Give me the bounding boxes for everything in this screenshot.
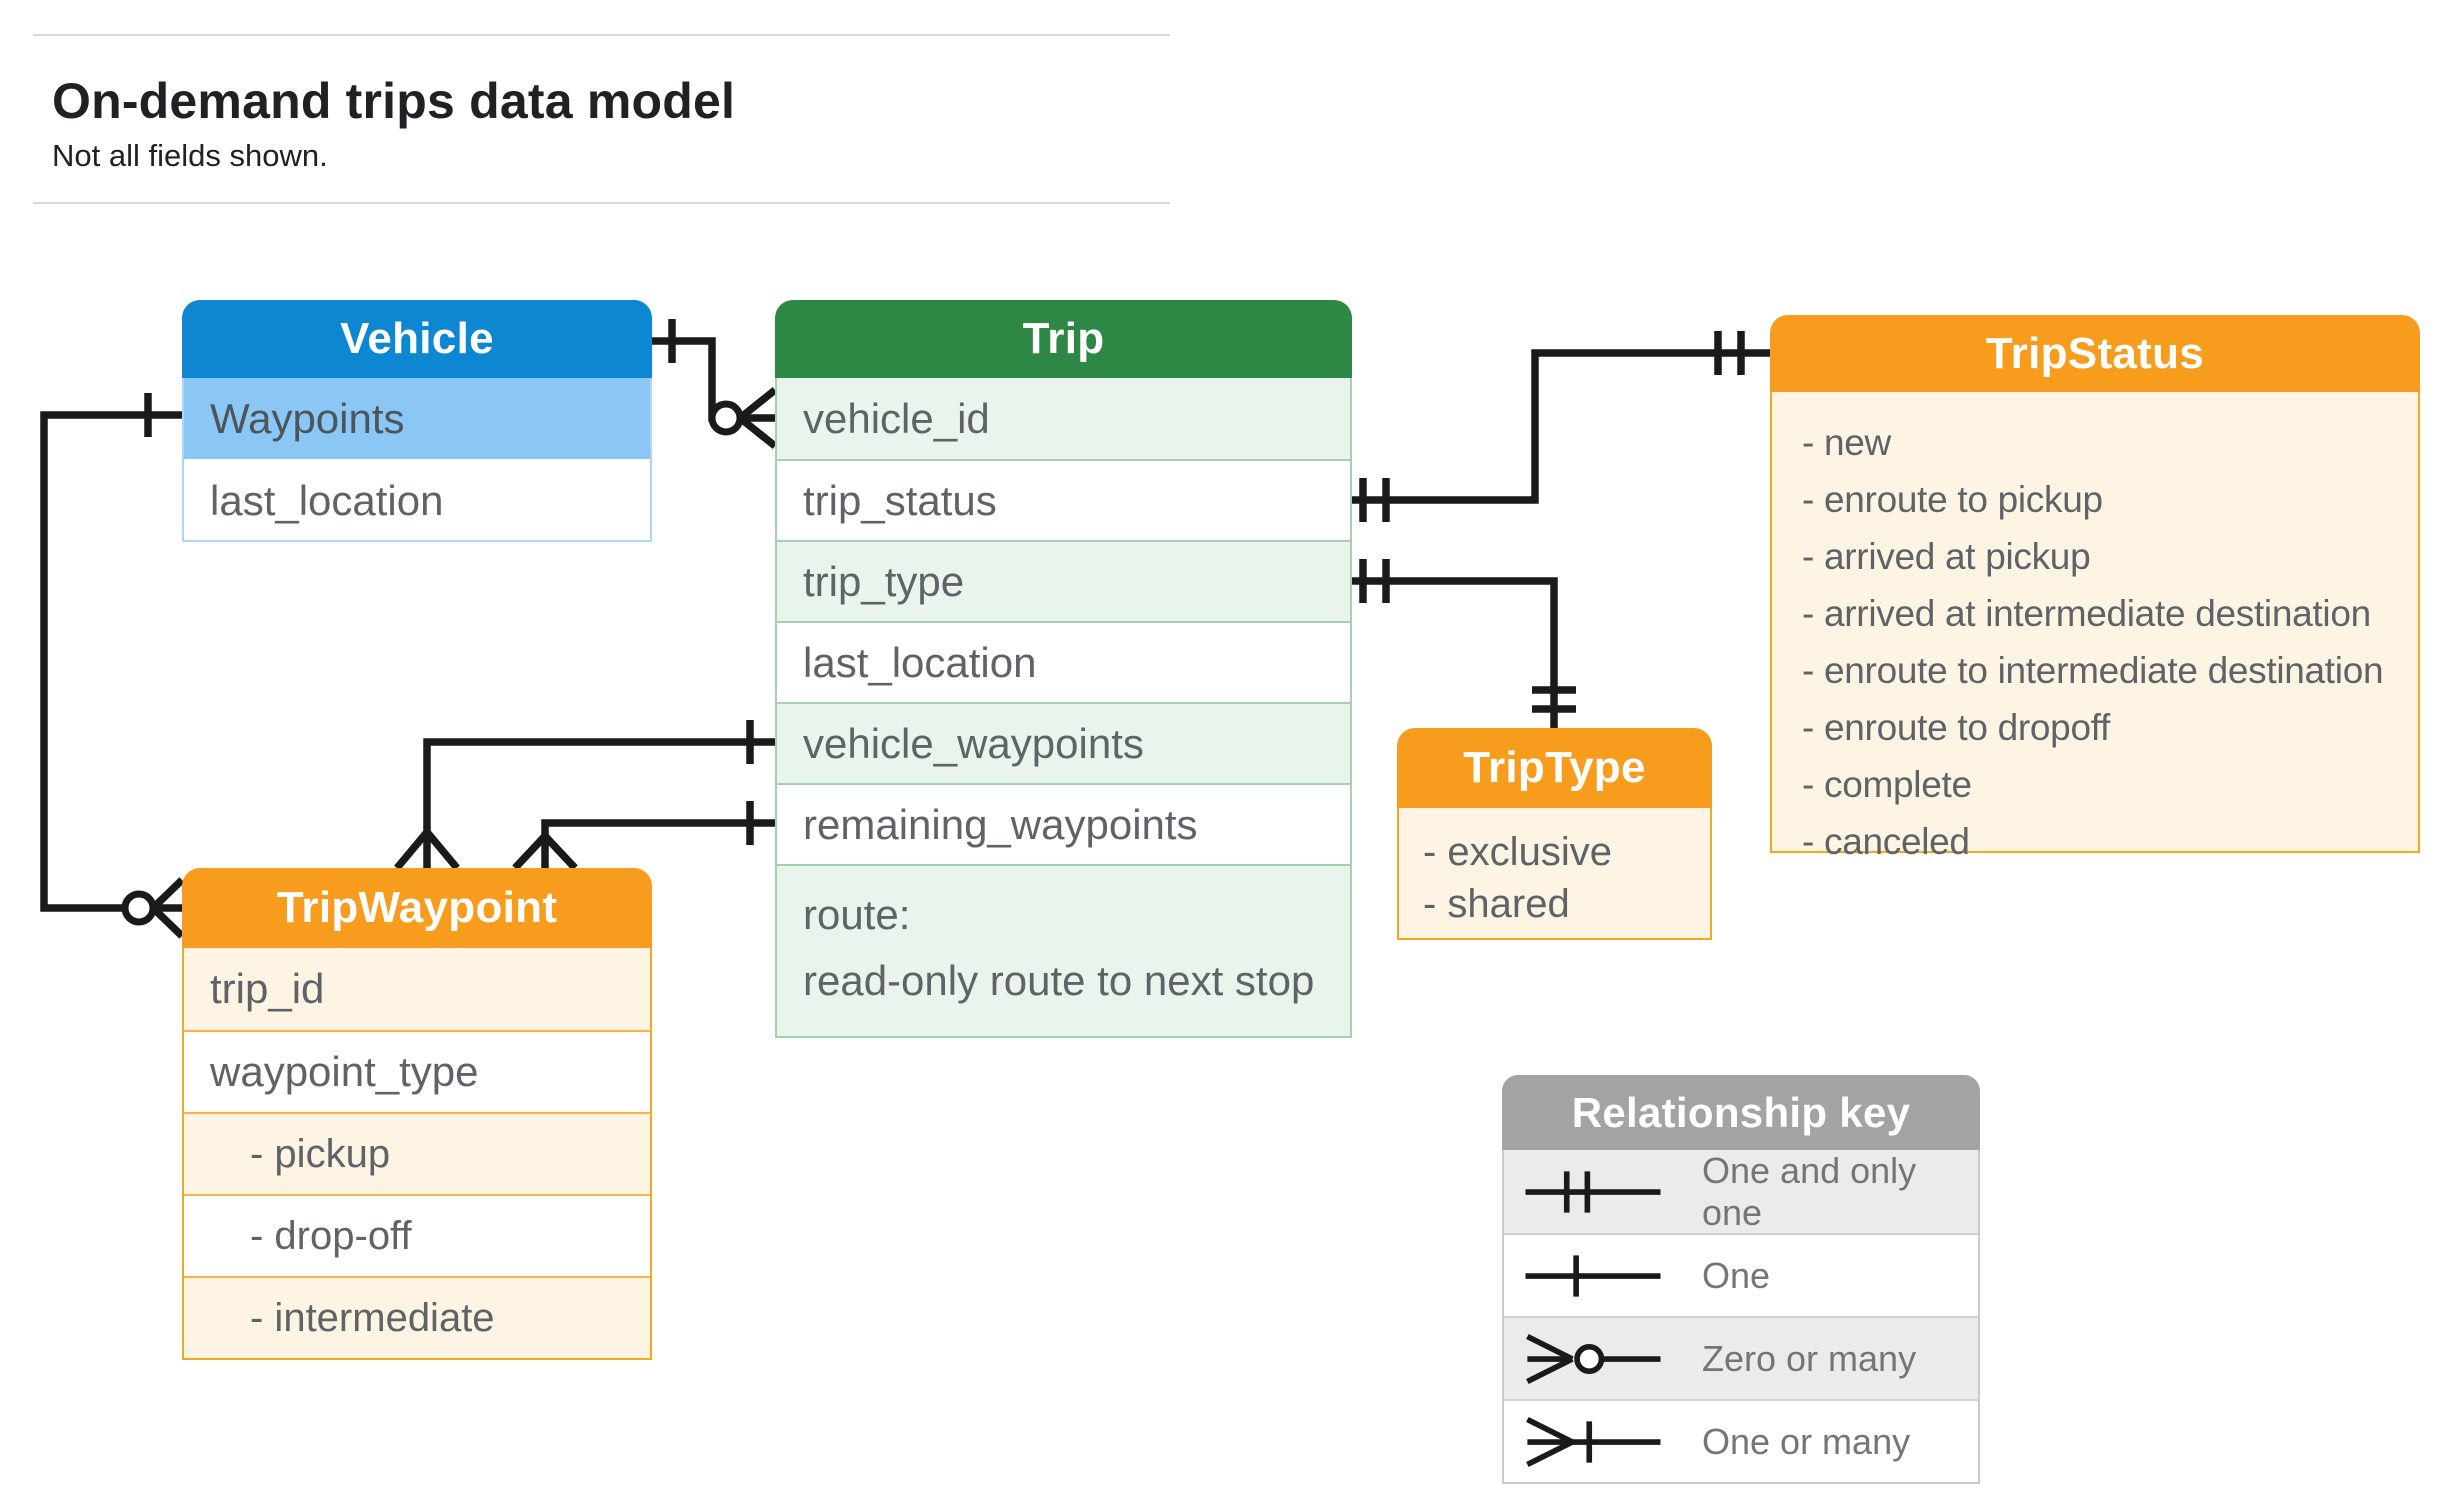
enum-value: - enroute to intermediate destination xyxy=(1802,650,2384,691)
connector-trip-vehicle-waypoints-to-tripwaypoint xyxy=(394,720,775,871)
one-or-many-symbol-icon xyxy=(1518,1402,1668,1482)
connector-vehicle-to-trip xyxy=(652,319,778,449)
zero-or-many-symbol-icon xyxy=(1518,1319,1668,1399)
connector-trip-to-tripstatus xyxy=(1352,331,1770,522)
entity-triptype: TripType - exclusive - shared xyxy=(1397,728,1712,940)
bottom-divider xyxy=(33,202,1170,204)
field-waypoint-type: waypoint_type xyxy=(184,1030,650,1112)
entity-triptype-header: TripType xyxy=(1397,728,1712,808)
entity-trip: Trip vehicle_id trip_status trip_type la… xyxy=(775,300,1352,1038)
legend-label: One and only one xyxy=(1702,1149,1917,1233)
field-trip-id: trip_id xyxy=(210,965,325,1012)
triptype-values: - exclusive - shared xyxy=(1399,808,1710,930)
crow-foot-icon xyxy=(512,833,578,871)
legend-row-one: One xyxy=(1504,1233,1978,1316)
entity-vehicle-header: Vehicle xyxy=(182,300,652,378)
connector-vehicle-waypoints-to-tripwaypoint xyxy=(40,393,185,939)
connector-trip-to-triptype xyxy=(1352,559,1576,728)
connector-trip-remaining-waypoints-to-tripwaypoint xyxy=(512,801,775,871)
field-remaining-waypoints: remaining_waypoints xyxy=(777,783,1350,864)
legend-label: Zero or many xyxy=(1702,1337,1917,1379)
enum-value: - arrived at intermediate destination xyxy=(1802,593,2371,634)
crow-foot-icon xyxy=(394,829,460,871)
entity-tripwaypoint: TripWaypoint trip_id waypoint_type - pic… xyxy=(182,868,652,1360)
one-and-only-one-tick-icon xyxy=(1714,331,1745,375)
top-divider xyxy=(33,34,1170,36)
one-and-only-one-symbol-icon xyxy=(1518,1152,1668,1232)
page-title: On-demand trips data model xyxy=(52,73,736,129)
one-and-only-one-tick-icon xyxy=(1532,686,1576,713)
enum-drop-off: - drop-off xyxy=(184,1194,650,1276)
relationship-key: Relationship key One and only one One Ze… xyxy=(1502,1075,1980,1484)
crow-foot-icon xyxy=(737,387,778,449)
tripstatus-values: - new - enroute to pickup - arrived at p… xyxy=(1772,392,2418,870)
zero-circle-icon xyxy=(121,890,157,926)
legend-row-zero-or-many: Zero or many xyxy=(1504,1316,1978,1399)
enum-value: - complete xyxy=(1802,764,1972,805)
enum-value: - new xyxy=(1802,422,1891,463)
field-waypoints: Waypoints xyxy=(184,378,650,459)
legend-label: One or many xyxy=(1702,1420,1911,1462)
entity-trip-header: Trip xyxy=(775,300,1352,378)
field-route: route: read-only route to next stop xyxy=(777,864,1350,1036)
field-vehicle-id: vehicle_id xyxy=(777,378,1350,459)
one-and-only-one-tick-icon xyxy=(1359,559,1390,603)
field-vehicle-waypoints: vehicle_waypoints xyxy=(777,702,1350,783)
legend-row-one-or-many: One or many xyxy=(1504,1399,1978,1482)
enum-value: - enroute to dropoff xyxy=(1802,707,2111,748)
legend-row-one-and-only-one: One and only one xyxy=(1504,1150,1978,1233)
field-trip-type: trip_type xyxy=(777,540,1350,621)
enum-value: - enroute to pickup xyxy=(1802,479,2103,520)
crow-foot-icon xyxy=(150,877,185,939)
enum-value: - canceled xyxy=(1802,821,1970,862)
relationship-key-header: Relationship key xyxy=(1502,1075,1980,1150)
field-trip-status: trip_status xyxy=(777,459,1350,540)
enum-value: - shared xyxy=(1423,882,1570,926)
zero-circle-icon xyxy=(708,400,744,436)
one-symbol-icon xyxy=(1518,1236,1668,1316)
enum-value: - exclusive xyxy=(1423,830,1612,874)
enum-intermediate: - intermediate xyxy=(184,1276,650,1358)
enum-pickup: - pickup xyxy=(184,1112,650,1194)
field-last-location: last_location xyxy=(184,459,650,540)
field-route-description: read-only route to next stop xyxy=(803,957,1315,1004)
entity-tripwaypoint-header: TripWaypoint xyxy=(182,868,652,948)
legend-label: One xyxy=(1702,1254,1771,1296)
page-subtitle: Not all fields shown. xyxy=(52,138,328,173)
one-and-only-one-tick-icon xyxy=(1359,478,1390,522)
field-route-label: route: xyxy=(803,891,911,938)
enum-value: - arrived at pickup xyxy=(1802,536,2091,577)
entity-vehicle: Vehicle Waypoints last_location xyxy=(182,300,652,542)
entity-tripstatus-header: TripStatus xyxy=(1770,315,2420,392)
field-last-location: last_location xyxy=(777,621,1350,702)
entity-tripstatus: TripStatus - new - enroute to pickup - a… xyxy=(1770,315,2420,862)
